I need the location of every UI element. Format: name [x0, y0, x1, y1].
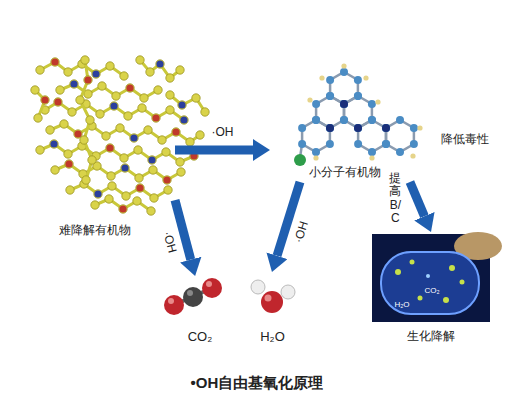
edge-label: ·OH [291, 217, 312, 246]
labelled-figure: 生化降解 [372, 232, 490, 346]
picture-text: H₂O [394, 300, 409, 309]
h2o-molecule [251, 280, 295, 313]
edge-label: 提高B/C [389, 172, 401, 225]
labelled-figure: H₂O [245, 272, 300, 346]
figure-caption: 小分子有机物 [309, 165, 381, 180]
labelled-figure: 小分子有机物 [270, 55, 420, 182]
figure-caption: 难降解有机物 [59, 223, 131, 238]
labelled-figure: CO₂ [165, 276, 235, 346]
vertical-note: 降低毒性 [441, 133, 453, 146]
flow-arrow [175, 146, 253, 155]
labelled-figure: 难降解有机物 [15, 55, 175, 240]
flow-arrow [410, 182, 424, 216]
picture-text: CO₂ [424, 286, 439, 295]
figure-caption: 生化降解 [407, 329, 455, 344]
macromolecule-cluster [35, 60, 205, 211]
hetero-atoms [41, 58, 197, 212]
small-molecule [294, 63, 423, 166]
diagram-title: •OH自由基氧化原理 [0, 374, 514, 393]
edge-label: ·OH [209, 125, 235, 139]
flow-arrow [277, 182, 300, 256]
co2-molecule [164, 278, 222, 315]
flow-arrow [175, 200, 191, 260]
bacteria-picture [372, 232, 502, 322]
figure-caption: CO₂ [188, 329, 213, 344]
figure-caption: H₂O [260, 329, 285, 344]
edge-label: ·OH [159, 228, 179, 257]
